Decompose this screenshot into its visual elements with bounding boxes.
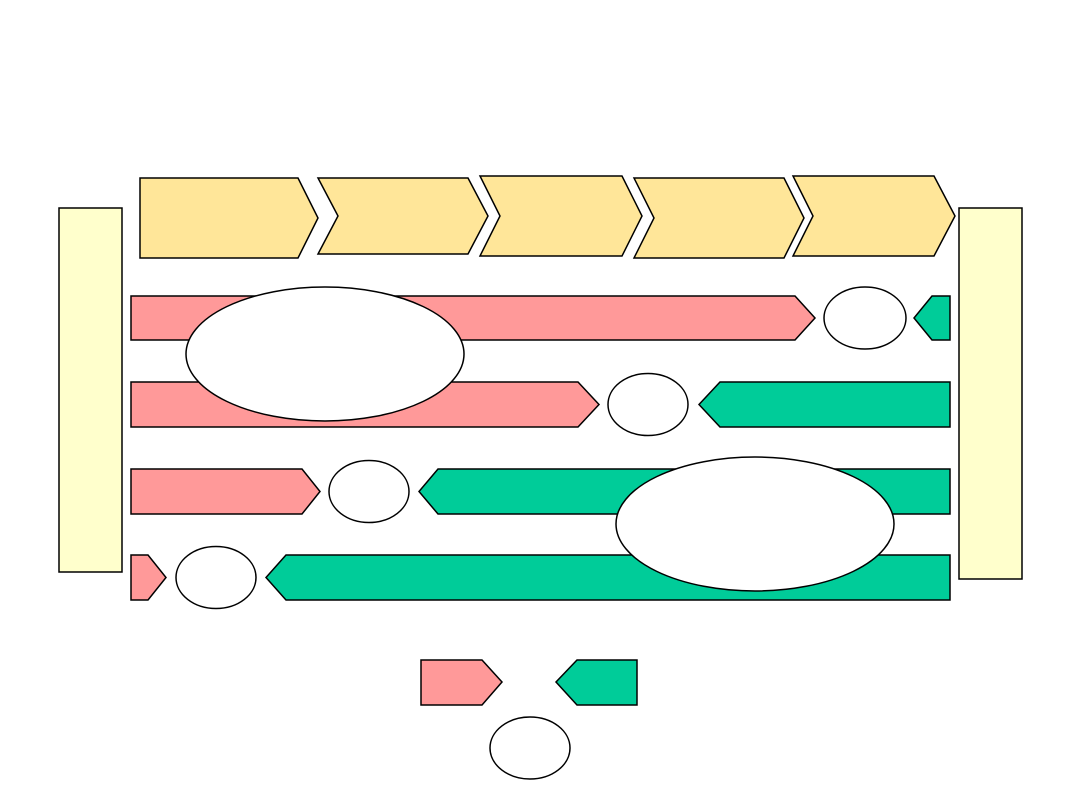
forward-arrow-row-4 bbox=[130, 554, 167, 601]
legend-ellipse bbox=[489, 716, 571, 780]
legend bbox=[420, 659, 638, 780]
stage-chevrons bbox=[139, 175, 956, 259]
callout-ellipse-2 bbox=[615, 456, 895, 592]
forward-arrow-row-3 bbox=[130, 468, 321, 515]
legend-backward-arrow bbox=[554, 659, 638, 706]
stage-chevron-5 bbox=[791, 175, 956, 257]
backward-arrow-row-2 bbox=[697, 381, 951, 428]
legend-forward-arrow bbox=[420, 659, 504, 706]
ellipse-row-4 bbox=[175, 545, 257, 610]
callout-ellipses bbox=[185, 286, 895, 592]
callout-ellipse-1 bbox=[185, 286, 465, 422]
ellipse-row-3 bbox=[328, 459, 410, 524]
right-side-bar bbox=[958, 207, 1023, 580]
stage-chevron-4 bbox=[632, 177, 805, 259]
ellipse-row-1 bbox=[823, 286, 907, 350]
left-side-bar bbox=[58, 207, 123, 573]
ellipse-row-2 bbox=[607, 372, 689, 437]
stage-chevron-2 bbox=[316, 177, 489, 255]
side-bars bbox=[58, 207, 1023, 580]
stage-chevron-3 bbox=[478, 175, 643, 257]
backward-arrow-row-1 bbox=[913, 295, 951, 341]
stage-chevron-1 bbox=[139, 177, 319, 259]
